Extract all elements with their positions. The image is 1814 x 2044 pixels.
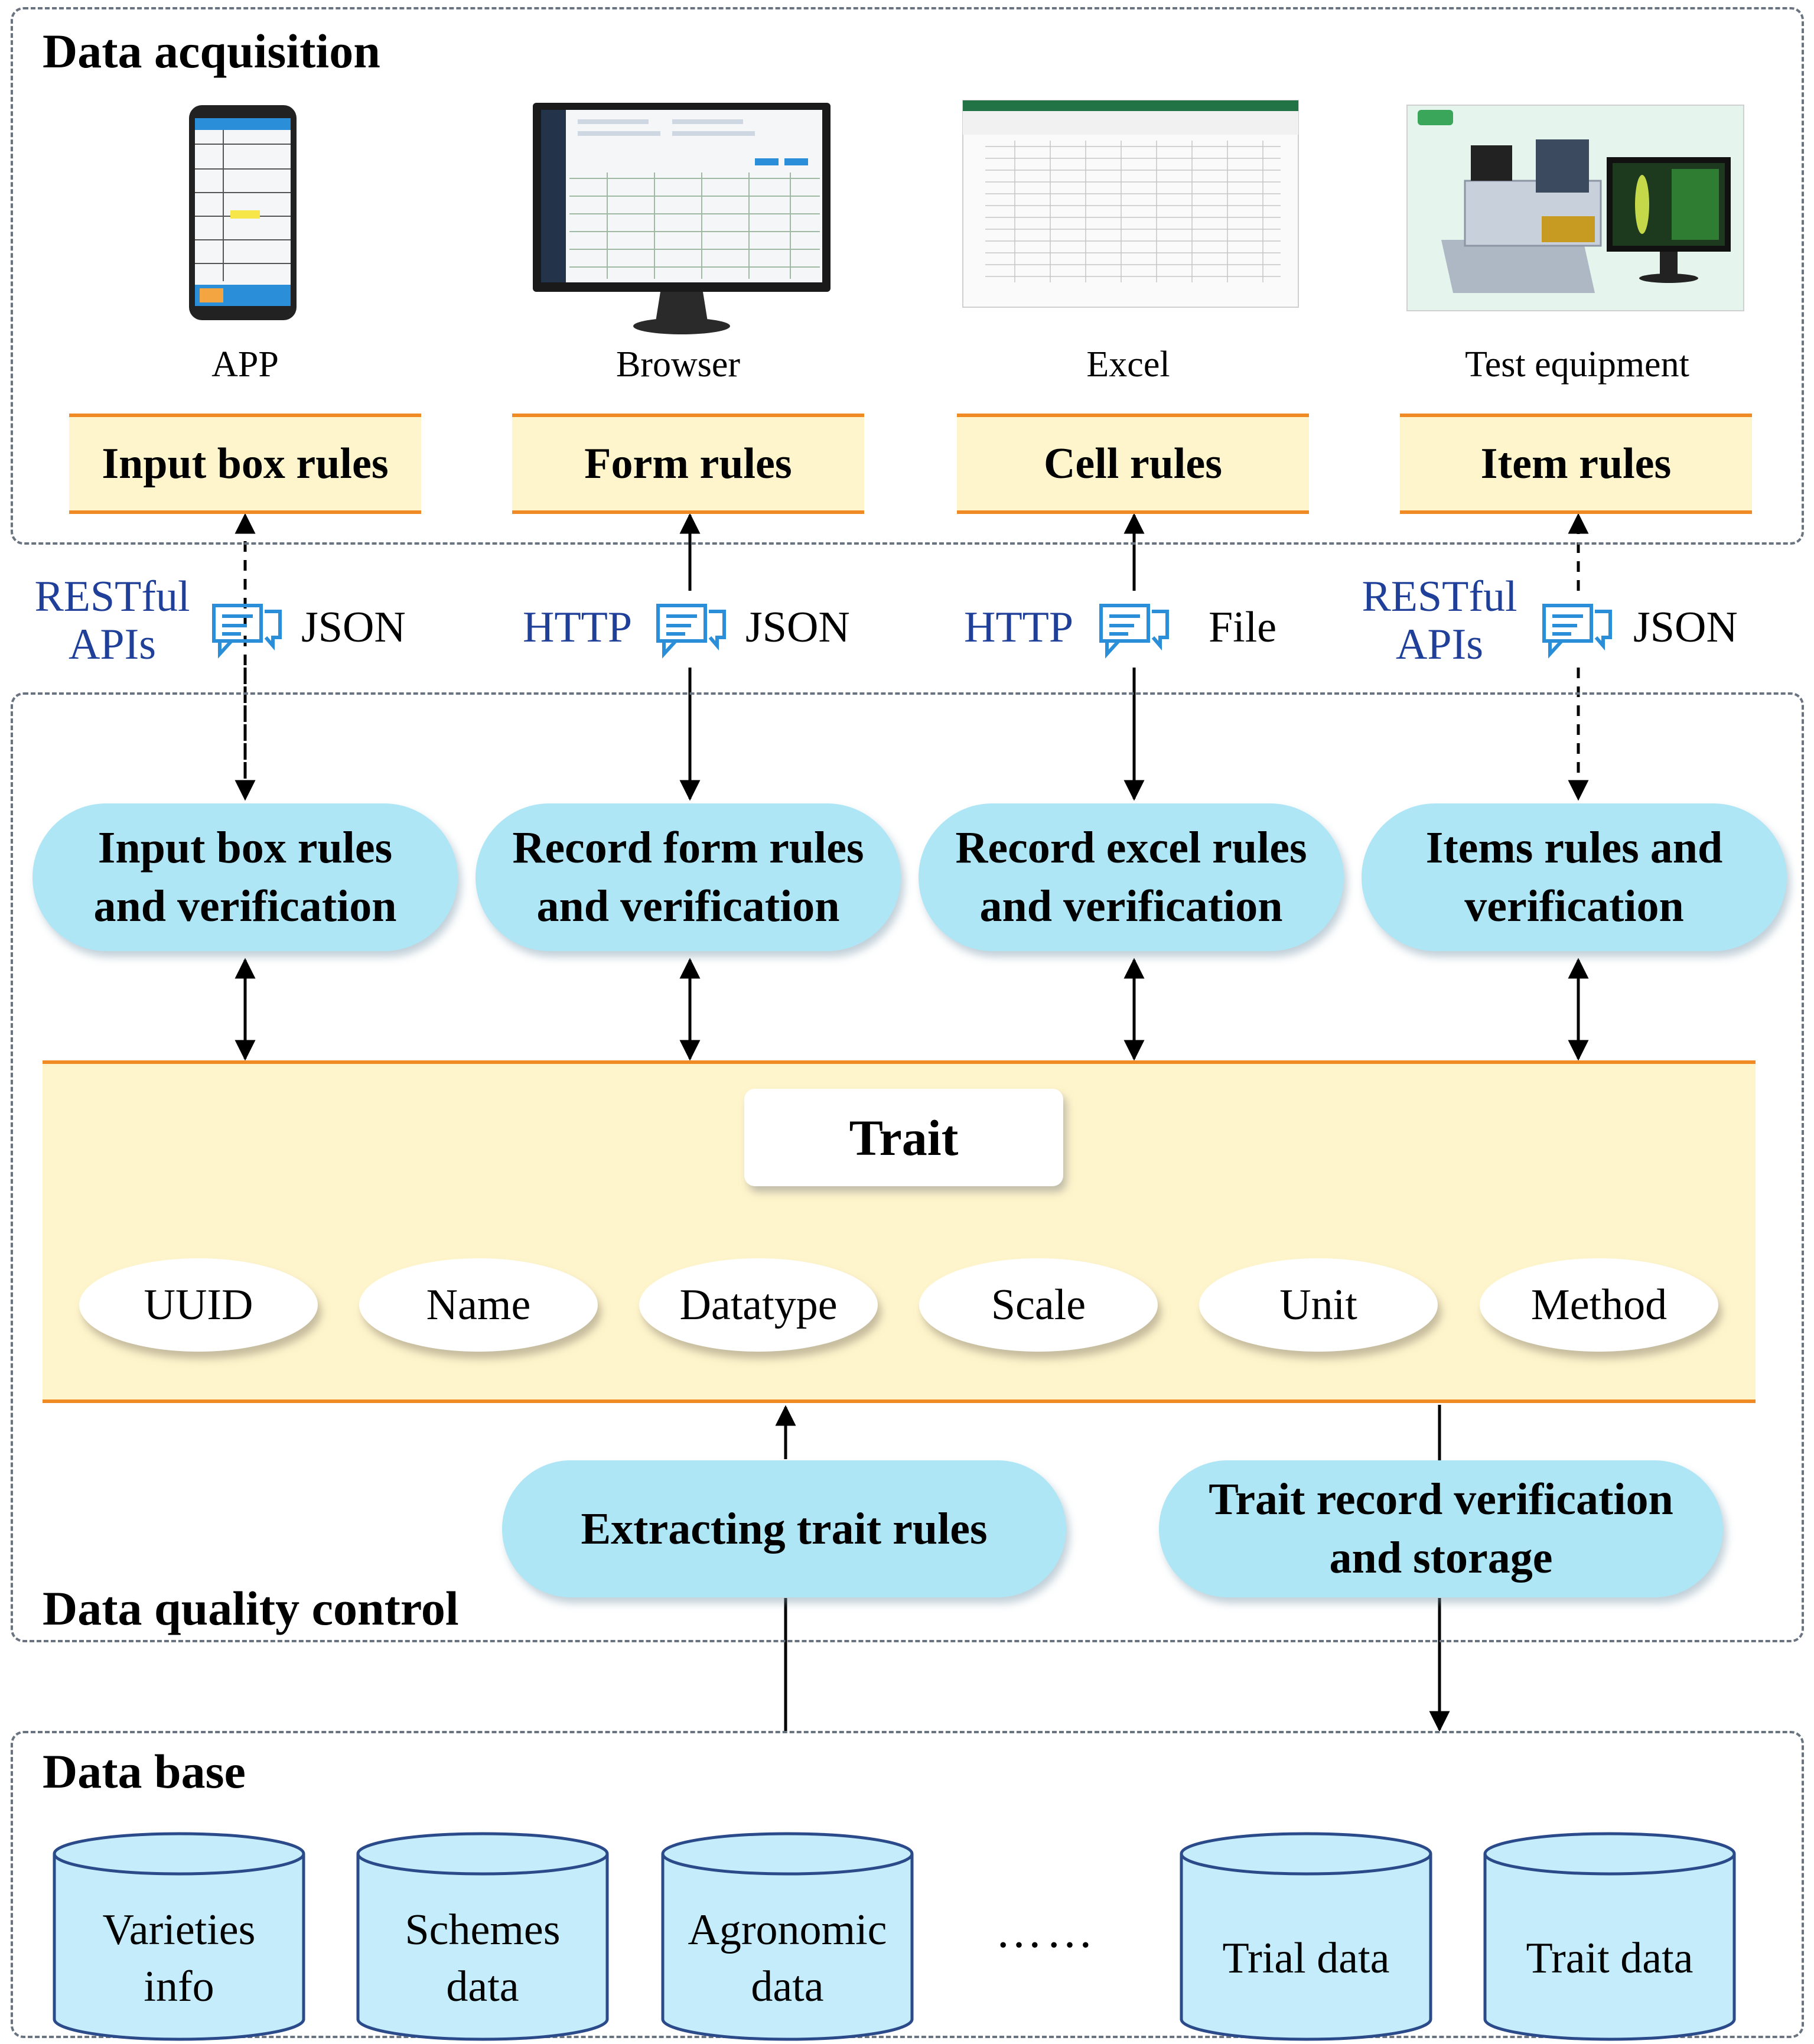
message-icon (1542, 604, 1612, 659)
rule-form: Form rules (512, 414, 864, 514)
data-base-section (11, 1731, 1804, 2038)
rule-input-box: Input box rules (69, 414, 421, 514)
phone-app-icon (188, 104, 298, 321)
database-label: Varieties info (102, 1905, 256, 2011)
database-label: Agronomic data (688, 1905, 887, 2011)
trait-field-name: Name (359, 1258, 598, 1352)
protocol-left-3: HTTP (964, 603, 1073, 652)
message-icon (212, 604, 282, 659)
protocol-left-1: RESTful APIs (34, 572, 190, 669)
data-quality-title: Data quality control (43, 1581, 459, 1635)
excel-sheet-icon (962, 99, 1300, 308)
data-base-title: Data base (43, 1744, 246, 1798)
protocol-right-3: File (1209, 603, 1277, 652)
trait-field-uuid: UUID (79, 1258, 318, 1352)
verification-record-form: Record form rules and verification (476, 803, 901, 951)
verification-record-excel: Record excel rules and verification (919, 803, 1344, 951)
device-label-excel: Excel (1086, 344, 1170, 385)
message-icon (656, 604, 726, 659)
data-quality-section (11, 692, 1804, 1642)
trait-field-method: Method (1480, 1258, 1718, 1352)
device-label-app: APP (211, 344, 279, 385)
trait-record-verification-storage: Trait record verification and storage (1159, 1460, 1723, 1597)
trait-field-datatype: Datatype (639, 1258, 878, 1352)
database-label: Trait data (1526, 1934, 1693, 1983)
test-equipment-icon (1406, 104, 1745, 312)
extracting-trait-rules: Extracting trait rules (502, 1460, 1066, 1597)
verification-input-box: Input box rules and verification (32, 803, 458, 951)
protocol-left-4: RESTful APIs (1362, 572, 1517, 669)
rule-cell: Cell rules (957, 414, 1309, 514)
database-ellipsis: …… (995, 1906, 1097, 1958)
protocol-right-2: JSON (745, 603, 850, 652)
trait-field-unit: Unit (1199, 1258, 1438, 1352)
data-acquisition-title: Data acquisition (43, 24, 380, 78)
monitor-browser-icon (530, 102, 833, 338)
database-cylinder-schemes: Schemes data (356, 1831, 610, 2044)
message-icon (1099, 604, 1169, 659)
protocol-right-4: JSON (1633, 603, 1738, 652)
protocol-right-1: JSON (301, 603, 406, 652)
trait-field-scale: Scale (919, 1258, 1158, 1352)
database-label: Trial data (1222, 1934, 1390, 1983)
protocol-left-2: HTTP (523, 603, 632, 652)
trait-box: Trait (744, 1089, 1063, 1186)
database-cylinder-trait: Trait data (1483, 1831, 1737, 2044)
verification-items: Items rules and verification (1362, 803, 1787, 951)
rule-item: Item rules (1400, 414, 1752, 514)
device-label-browser: Browser (615, 344, 741, 385)
data-acquisition-section (11, 7, 1804, 545)
database-cylinder-varieties: Varieties info (52, 1831, 306, 2044)
device-label-test-equipment: Test equipment (1465, 344, 1689, 385)
database-label: Schemes data (405, 1905, 561, 2011)
database-cylinder-trial: Trial data (1179, 1831, 1433, 2044)
database-cylinder-agronomic: Agronomic data (660, 1831, 914, 2044)
